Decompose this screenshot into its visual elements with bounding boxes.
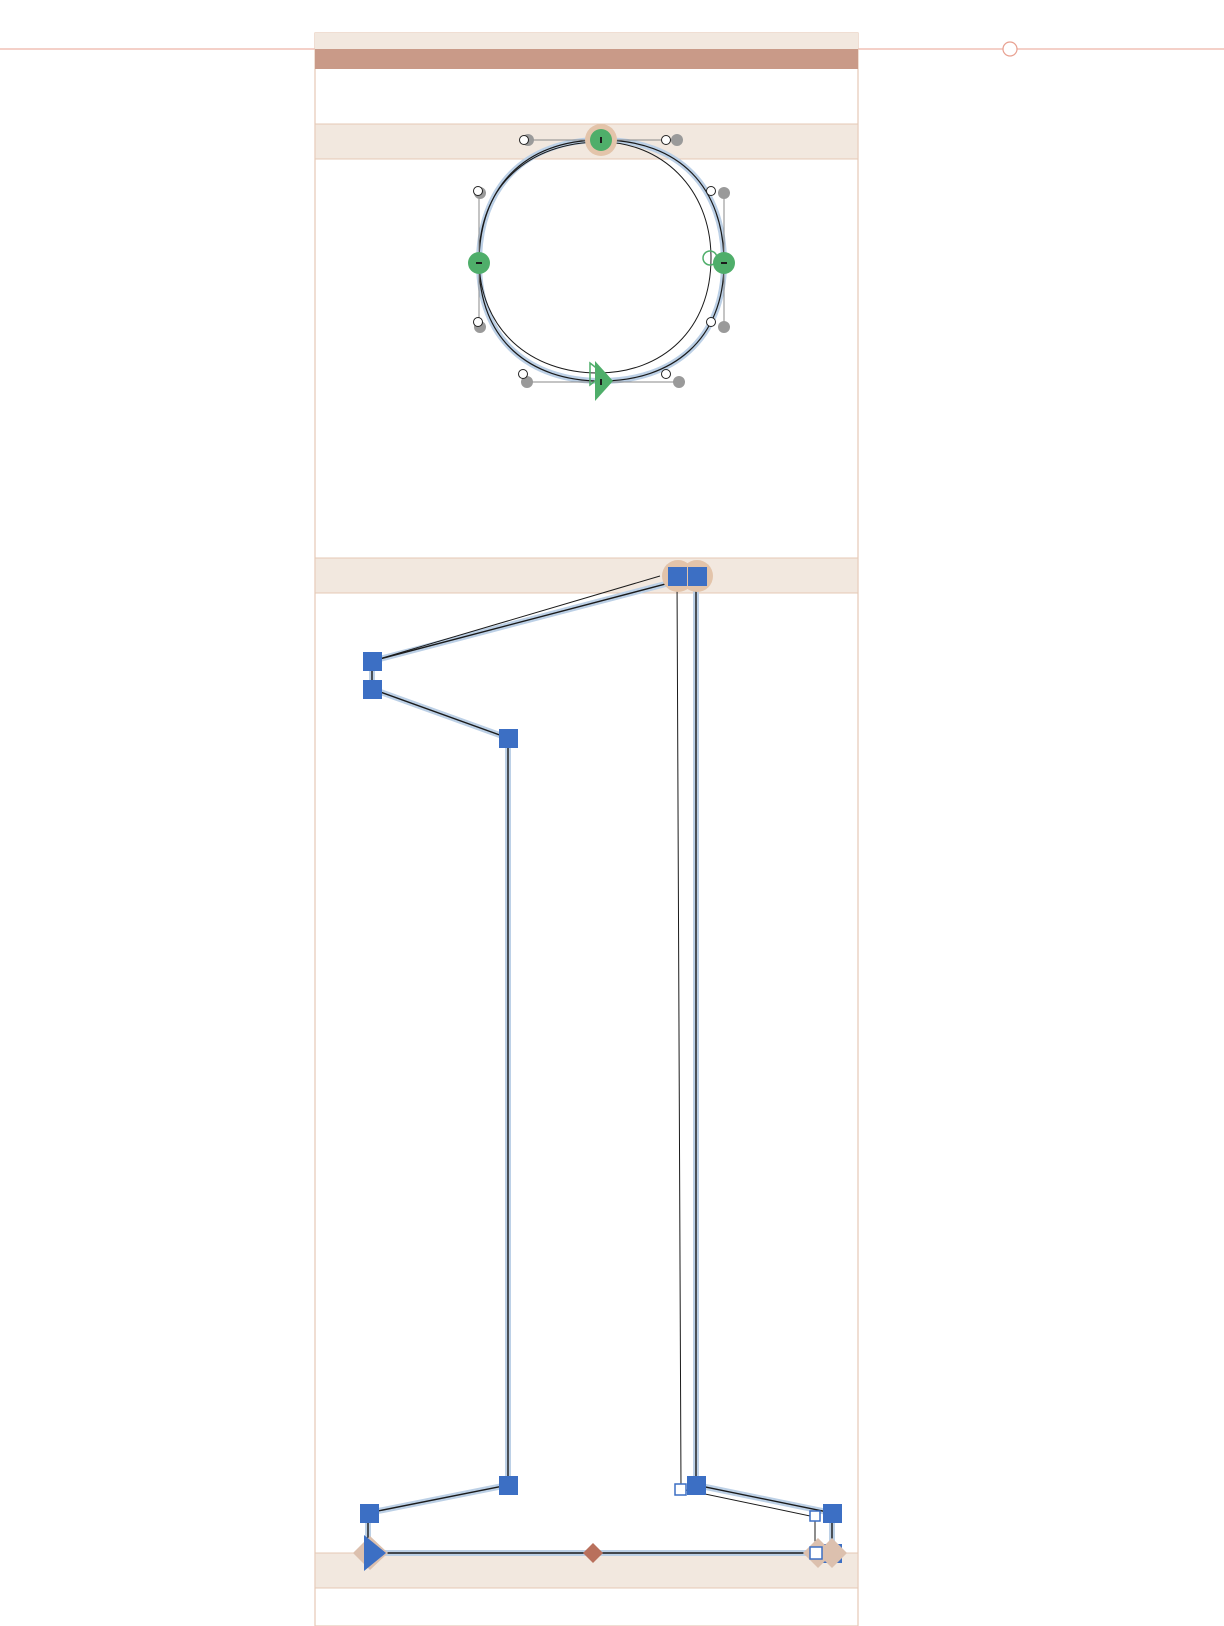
dot-overlay-outline [478,141,712,374]
square-point-icon[interactable] [668,567,687,586]
dot-handle-lines [478,139,725,383]
overlay-corner-icon[interactable] [809,1510,821,1522]
handle-dot-icon[interactable] [718,187,730,199]
ring-handle-icon[interactable] [473,186,483,196]
stem-contour-outline [367,575,833,1554]
diamond-anchor-icon[interactable] [583,1543,603,1563]
ring-handle-icon[interactable] [661,135,671,145]
top-metrics-bar[interactable] [315,49,858,69]
stem-corner-points[interactable] [360,560,842,1563]
ascender-zone [315,33,858,49]
square-point-icon[interactable] [363,652,382,671]
overlay-start-icon[interactable] [589,361,606,387]
dot-overlay-handles[interactable] [473,135,716,379]
circle-point-icon[interactable] [702,250,718,266]
handle-dot-icon[interactable] [671,134,683,146]
ring-handle-icon[interactable] [518,369,528,379]
ring-handle-icon[interactable] [706,186,716,196]
square-point-icon[interactable] [823,1504,842,1523]
square-point-icon[interactable] [499,1476,518,1495]
stem-contour-fill [365,572,835,1556]
guideline-handle-icon[interactable] [1002,41,1018,57]
ring-handle-icon[interactable] [473,317,483,327]
dot-contour[interactable] [468,124,735,401]
point-direction-marks [476,137,727,385]
stem-overlay-outline [371,575,816,1553]
triangle-start-icon[interactable] [595,361,613,401]
baseline-zone [314,1552,859,1589]
stem-contour[interactable] [353,560,847,1571]
glyph-advance-frame [314,32,859,1626]
square-point-icon[interactable] [360,1504,379,1523]
ring-handle-icon[interactable] [706,317,716,327]
square-point-icon[interactable] [363,680,382,699]
overlay-corner-icon[interactable] [674,1483,687,1496]
handle-dot-icon[interactable] [673,376,685,388]
ring-handle-icon[interactable] [661,369,671,379]
ring-handle-icon[interactable] [519,135,529,145]
handle-dot-icon[interactable] [521,376,533,388]
cap-height-zone [314,557,859,594]
handle-dot-icon[interactable] [718,321,730,333]
square-point-icon[interactable] [688,567,707,586]
triangle-start-icon[interactable] [364,1535,386,1571]
square-point-icon[interactable] [687,1476,706,1495]
overlay-corner-icon[interactable] [809,1546,823,1560]
square-point-icon[interactable] [499,729,518,748]
